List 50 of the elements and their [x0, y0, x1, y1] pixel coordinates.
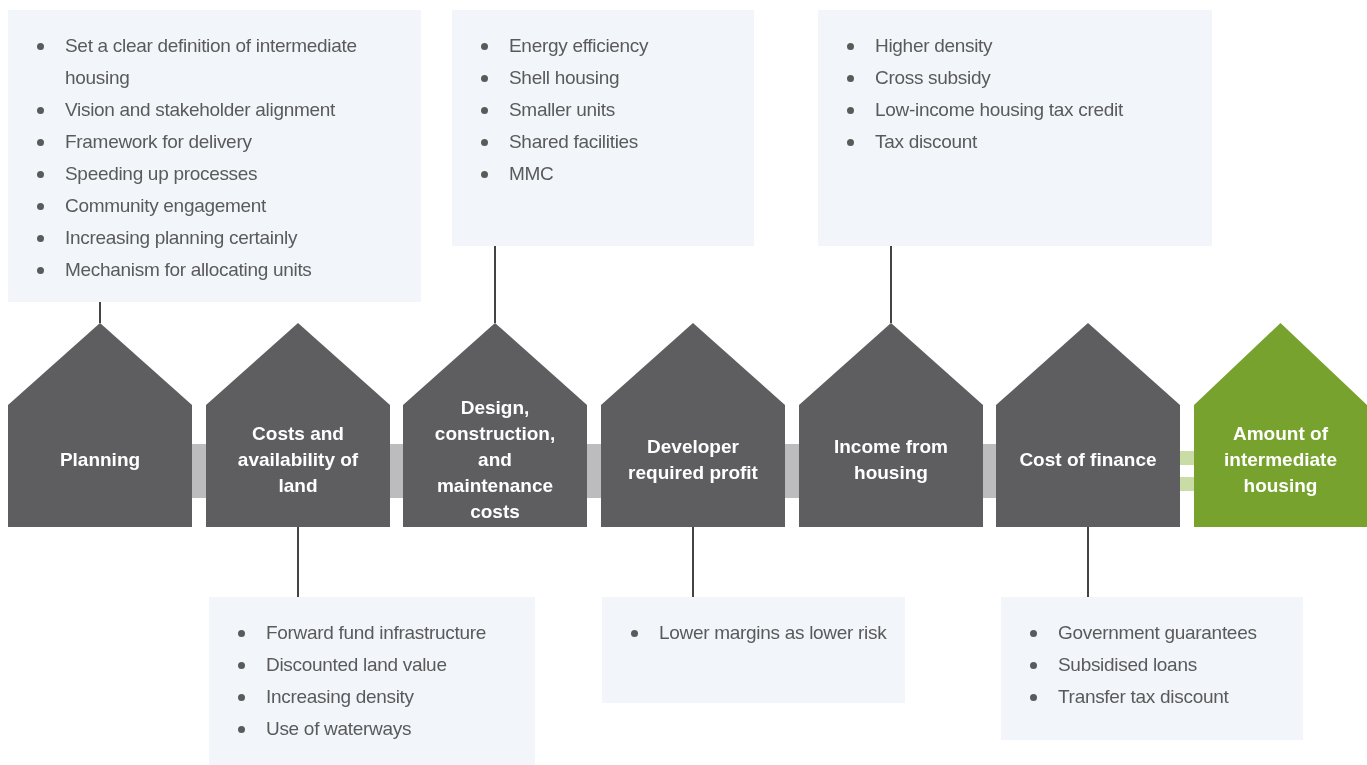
note-card — [818, 10, 1212, 246]
house-shape — [799, 323, 983, 527]
bullet-item: Government guarantees — [1021, 617, 1293, 649]
note-card — [452, 10, 754, 246]
bullet-item: MMC — [472, 158, 744, 190]
bullet-item: Set a clear definition of intermediate housing — [28, 30, 411, 94]
bullet-item: Cross subsidy — [838, 62, 1202, 94]
bullet-item: Increasing planning certainly — [28, 222, 411, 254]
bullet-item: Tax discount — [838, 126, 1202, 158]
leader-line — [692, 526, 694, 598]
bullet-item: Higher density — [838, 30, 1202, 62]
house-shape — [996, 323, 1180, 527]
bullet-item: Increasing density — [229, 681, 525, 713]
bullet-item: Smaller units — [472, 94, 744, 126]
house-label: Planning — [58, 448, 142, 472]
note-card — [8, 10, 421, 302]
house-shape — [1194, 323, 1367, 527]
house-label: Cost of finance — [1018, 448, 1158, 472]
bullet-item: Shell housing — [472, 62, 744, 94]
house-label: Income from housing — [833, 435, 949, 485]
leader-line — [99, 301, 101, 324]
bullet-item: Discounted land value — [229, 649, 525, 681]
bullet-item: Speeding up processes — [28, 158, 411, 190]
bullet-item: Mechanism for allocating units — [28, 254, 411, 286]
bullet-item: Lower margins as lower risk — [622, 617, 895, 649]
bullet-item: Subsidised loans — [1021, 649, 1293, 681]
bullet-item: Community engagement — [28, 190, 411, 222]
leader-line — [494, 245, 496, 324]
bullet-item: Low-income housing tax credit — [838, 94, 1202, 126]
note-card — [209, 597, 535, 765]
house-shape — [8, 323, 192, 527]
house-label: Amount of intermediate housing — [1223, 422, 1338, 498]
bullet-item: Shared facilities — [472, 126, 744, 158]
bullet-item: Vision and stakeholder alignment — [28, 94, 411, 126]
house-label: Developer required profit — [627, 435, 759, 485]
bullet-item: Transfer tax discount — [1021, 681, 1293, 713]
note-card — [602, 597, 905, 703]
leader-line — [890, 245, 892, 324]
bullet-item: Forward fund infrastructure — [229, 617, 525, 649]
bullet-item: Use of waterways — [229, 713, 525, 745]
house-shape — [206, 323, 390, 527]
note-card — [1001, 597, 1303, 740]
house-shape — [403, 323, 587, 527]
bullet-item: Framework for delivery — [28, 126, 411, 158]
bullet-item: Energy efficiency — [472, 30, 744, 62]
house-label: Costs and availability of land — [236, 422, 360, 498]
leader-line — [297, 526, 299, 598]
house-label: Design, construction, and maintenance costs — [433, 396, 557, 524]
house-shape — [601, 323, 785, 527]
leader-line — [1087, 526, 1089, 598]
